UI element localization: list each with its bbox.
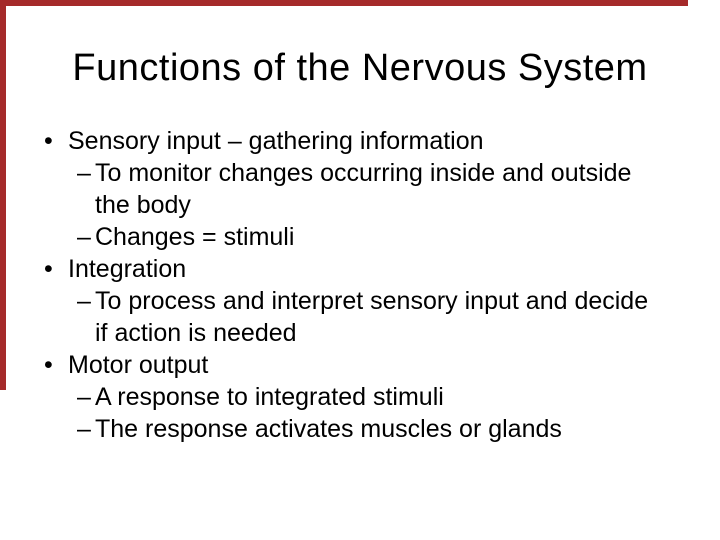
- sub-bullet-text: Changes = stimuli: [95, 223, 295, 251]
- dash-marker-icon: –: [77, 159, 91, 187]
- sub-bullet-item: – To process and interpret sensory input…: [0, 285, 657, 349]
- accent-line-left: [0, 0, 6, 390]
- bullet-item: • Sensory input – gathering information: [0, 125, 657, 157]
- sub-bullet-item: – To monitor changes occurring inside an…: [0, 157, 657, 221]
- sub-bullet-item: – A response to integrated stimuli: [0, 381, 657, 413]
- bullet-text: Integration: [68, 255, 187, 283]
- bullet-list: • Sensory input – gathering information …: [0, 125, 657, 445]
- bullet-marker-icon: •: [44, 127, 53, 155]
- dash-marker-icon: –: [77, 223, 91, 251]
- bullet-text: Sensory input – gathering information: [68, 127, 484, 155]
- bullet-text: Motor output: [68, 351, 209, 379]
- bullet-item: • Motor output: [0, 349, 657, 381]
- sub-bullet-text: A response to integrated stimuli: [95, 383, 444, 411]
- dash-marker-icon: –: [77, 383, 91, 411]
- bullet-marker-icon: •: [44, 351, 53, 379]
- sub-bullet-text: The response activates muscles or glands: [95, 415, 562, 443]
- bullet-item: • Integration: [0, 253, 657, 285]
- slide-title: Functions of the Nervous System: [72, 47, 648, 89]
- sub-bullet-item: – Changes = stimuli: [0, 221, 657, 253]
- sub-bullet-item: – The response activates muscles or glan…: [0, 413, 657, 445]
- sub-bullet-text: To process and interpret sensory input a…: [95, 287, 649, 347]
- dash-marker-icon: –: [77, 287, 91, 315]
- sub-bullet-text: To monitor changes occurring inside and …: [95, 159, 632, 219]
- accent-line-top: [0, 0, 688, 6]
- bullet-marker-icon: •: [44, 255, 53, 283]
- dash-marker-icon: –: [77, 415, 91, 443]
